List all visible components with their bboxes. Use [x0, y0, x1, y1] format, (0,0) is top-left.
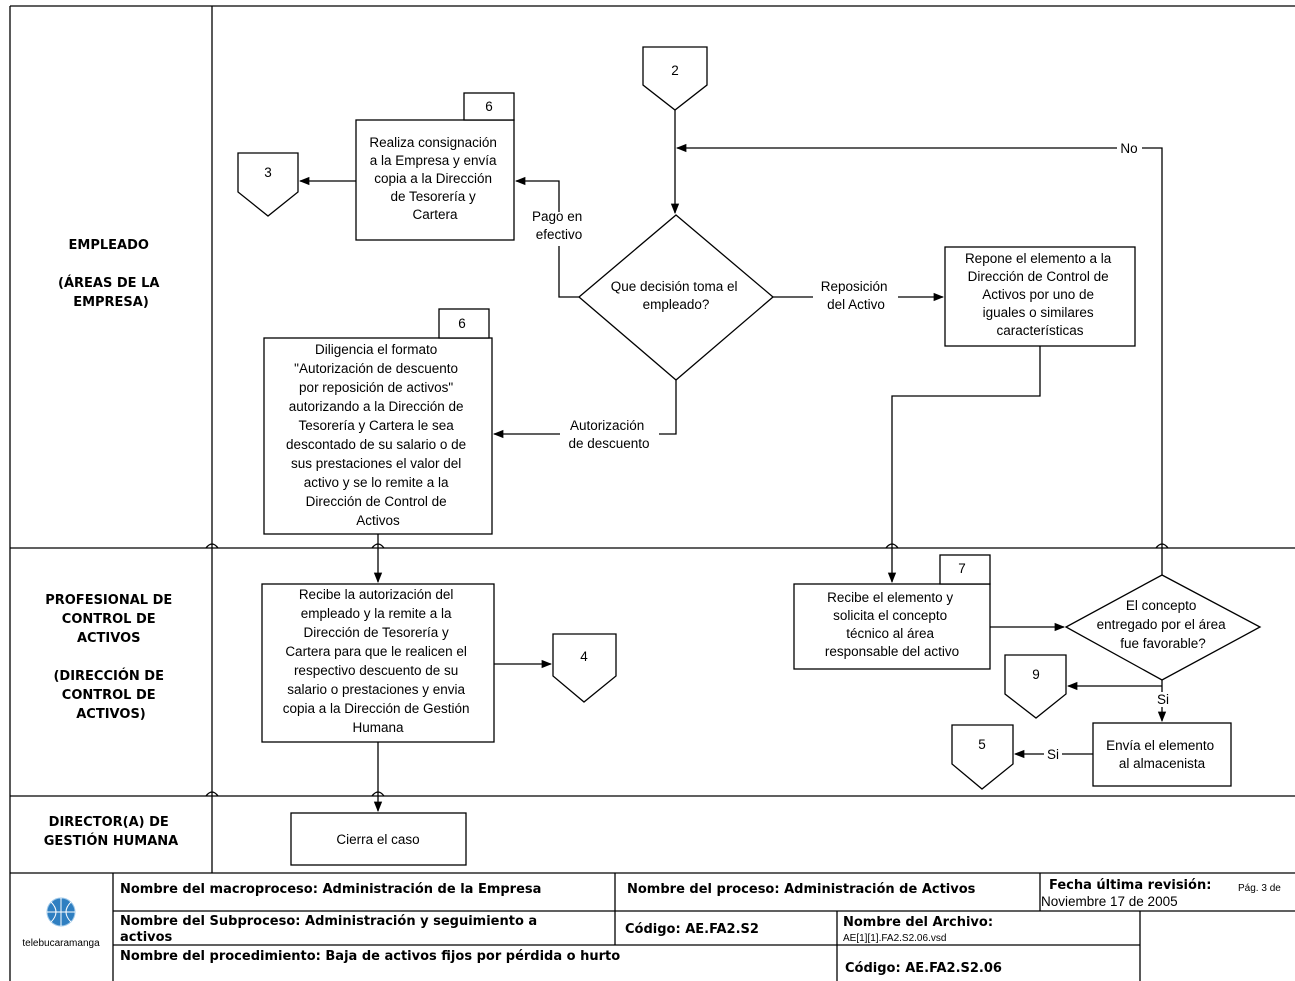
edge-label-no: No	[1120, 141, 1137, 156]
svg-text:Que decisión toma el emp: Que decisión toma el empleado?	[611, 279, 742, 312]
footer-subproceso: Nombre del Subproceso: Administración y …	[120, 914, 542, 945]
footer-pagina: Pág. 3 de	[1238, 883, 1281, 894]
process-realiza-consignacion[interactable]: 6 Realiza consignación a la Empresa y en…	[355, 92, 515, 241]
step-number-tag: 6	[485, 99, 493, 114]
svg-text:Recibe el elemento y sol: Recibe el elemento y solicita el concept…	[825, 590, 959, 659]
footer-archivo-value: AE[1][1].FA2.S2.06.vsd	[843, 933, 946, 944]
svg-text:Repone el elemento a la: Repone el elemento a la Dirección de Con…	[965, 251, 1115, 338]
edge-label-reposicion: Reposición del Activo	[821, 279, 892, 312]
swimlane-grid	[9, 5, 1295, 981]
svg-text:Diligencia el formato "A: Diligencia el formato "Autorización de d…	[286, 342, 470, 528]
svg-text:9: 9	[1032, 667, 1040, 682]
connector-3[interactable]: 3	[237, 152, 299, 217]
footer-fecha-label: Fecha última revisión:	[1049, 878, 1211, 893]
footer-archivo-label: Nombre del Archivo:	[843, 915, 993, 930]
svg-text:Recibe la autorización del: Recibe la autorización del empleado y la…	[283, 587, 474, 735]
edge-label-pago-efectivo: Pago en efectivo	[532, 209, 586, 242]
footer-proceso: Nombre del proceso: Administración de Ac…	[627, 882, 976, 897]
process-envia-elemento[interactable]: Envía el elemento al almacenista	[1092, 722, 1232, 787]
process-repone-elemento[interactable]: Repone el elemento a la Dirección de Con…	[944, 246, 1136, 347]
svg-text:2: 2	[671, 63, 679, 78]
edge-label-si: Si	[1047, 747, 1059, 762]
footer-macroproceso: Nombre del macroproceso: Administración …	[120, 882, 541, 897]
flow-lines	[205, 110, 1169, 813]
footer-table	[112, 873, 1295, 981]
footer-codigo: Código: AE.FA2.S2	[625, 922, 759, 937]
svg-text:Envía el elemento al alm: Envía el elemento al almacenista	[1106, 738, 1218, 771]
svg-text:telebucaramanga: telebucaramanga	[22, 938, 100, 949]
step-number-tag: 6	[458, 316, 466, 331]
connector-4[interactable]: 4	[552, 633, 617, 703]
process-diligencia-formato[interactable]: 6 Diligencia el formato "Autorización de…	[263, 308, 493, 535]
lane-empleado: EMPLEADO (ÁREAS DE LA EMPRESA)	[58, 238, 164, 310]
svg-text:Cierra el caso: Cierra el caso	[336, 832, 419, 847]
edge-label-autorizacion: Autorización de descuento	[568, 418, 649, 451]
footer-fecha-value: Noviembre 17 de 2005	[1041, 894, 1178, 909]
svg-text:3: 3	[264, 165, 272, 180]
connector-2[interactable]: 2	[642, 46, 708, 111]
footer-procedimiento: Nombre del procedimiento: Baja de activo…	[120, 949, 620, 964]
svg-text:Realiza consignación a l: Realiza consignación a la Empresa y enví…	[369, 135, 500, 222]
decision-que-decision-toma-empleado[interactable]: Que decisión toma el empleado?	[577, 214, 775, 381]
footer-codigo-procedimiento: Código: AE.FA2.S2.06	[845, 961, 1002, 976]
step-number-tag: 7	[958, 561, 966, 576]
edge-label-si: Si	[1157, 692, 1169, 707]
process-recibe-autorizacion[interactable]: Recibe la autorización del empleado y la…	[261, 583, 495, 743]
connector-9[interactable]: 9	[1004, 654, 1067, 719]
connector-5[interactable]: 5	[951, 724, 1014, 790]
decision-concepto-favorable[interactable]: El concepto entregado por el área fue fa…	[1064, 574, 1262, 681]
svg-text:4: 4	[580, 649, 588, 664]
telebucaramanga-logo: telebucaramanga	[22, 897, 100, 949]
svg-text:5: 5	[978, 737, 986, 752]
process-recibe-elemento[interactable]: 7 Recibe el elemento y solicita el conce…	[793, 554, 991, 670]
svg-text:El concepto entregado po: El concepto entregado por el área fue fa…	[1097, 598, 1230, 651]
lane-profesional-control-activos: PROFESIONAL DE CONTROL DE ACTIVOS (DIREC…	[45, 593, 177, 722]
lane-director-gestion-humana: DIRECTOR(A) DE GESTIÓN HUMANA	[44, 815, 178, 849]
process-cierra-caso[interactable]: Cierra el caso	[290, 812, 467, 866]
